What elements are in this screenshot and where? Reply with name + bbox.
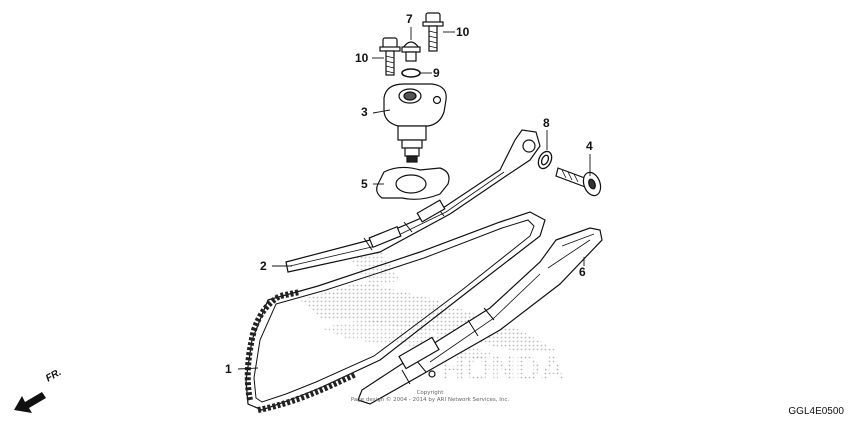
callout-6: 6 (579, 265, 586, 279)
callout-7: 7 (406, 12, 413, 26)
front-direction-arrow-icon (14, 392, 46, 413)
leader-lines (237, 27, 591, 370)
copyright-notice: Copyright Page design © 2004 - 2014 by A… (330, 390, 530, 404)
callout-10-right: 10 (456, 25, 470, 39)
leader-line-1 (237, 367, 259, 370)
tensioner-lifter (383, 83, 447, 163)
cam-chain (244, 211, 546, 413)
copyright-line-1: Copyright (416, 390, 444, 396)
flange-bolt-left (379, 37, 401, 76)
callout-8: 8 (543, 116, 550, 130)
callout-9: 9 (433, 66, 440, 80)
copyright-line-2: Page design © 2004 - 2014 by ARI Network… (350, 397, 510, 403)
o-ring (401, 68, 421, 78)
flange-bolt-right (422, 12, 444, 52)
callout-4: 4 (586, 139, 593, 153)
chain-guide (357, 227, 603, 405)
callout-10-left: 10 (355, 51, 369, 65)
sealing-bolt (401, 41, 421, 62)
callout-5: 5 (361, 177, 368, 191)
callout-1: 1 (225, 362, 232, 376)
callout-2: 2 (260, 259, 267, 273)
washer (537, 150, 553, 170)
watermark-text: HONDA (440, 350, 565, 388)
leader-line-3 (372, 109, 391, 114)
diagram-code: GGL4E0500 (788, 406, 844, 417)
callout-3: 3 (361, 105, 368, 119)
lifter-gasket (376, 166, 450, 200)
pivot-bolt (555, 167, 602, 197)
tensioner-slipper (285, 129, 541, 273)
